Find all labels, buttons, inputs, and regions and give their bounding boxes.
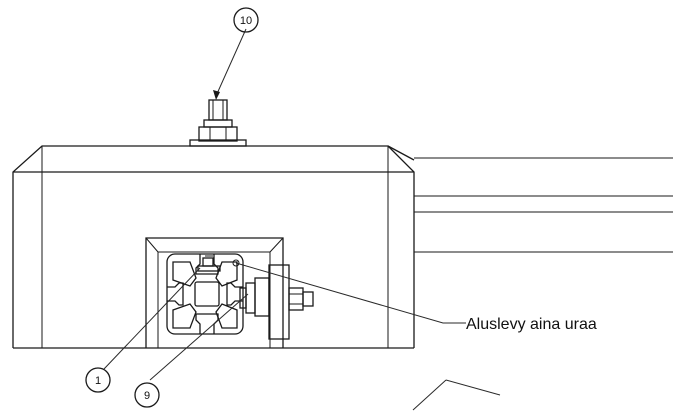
- top-bolt: [189, 99, 247, 147]
- balloon-1-number: 1: [95, 375, 101, 387]
- balloon-10-number: 10: [240, 15, 252, 27]
- side-bolt-assembly: [239, 264, 314, 340]
- callout-label: Aluslevy aina uraa: [466, 316, 597, 333]
- balloon-1: 1: [85, 367, 111, 393]
- rail-extension: [387, 145, 673, 253]
- leader-lines: [103, 28, 501, 411]
- balloon-9-number: 9: [144, 390, 150, 402]
- housing-block: [12, 145, 415, 349]
- top-slot-nut: [197, 255, 221, 272]
- balloon-9: 9: [134, 382, 160, 408]
- balloon-10: 10: [233, 7, 259, 33]
